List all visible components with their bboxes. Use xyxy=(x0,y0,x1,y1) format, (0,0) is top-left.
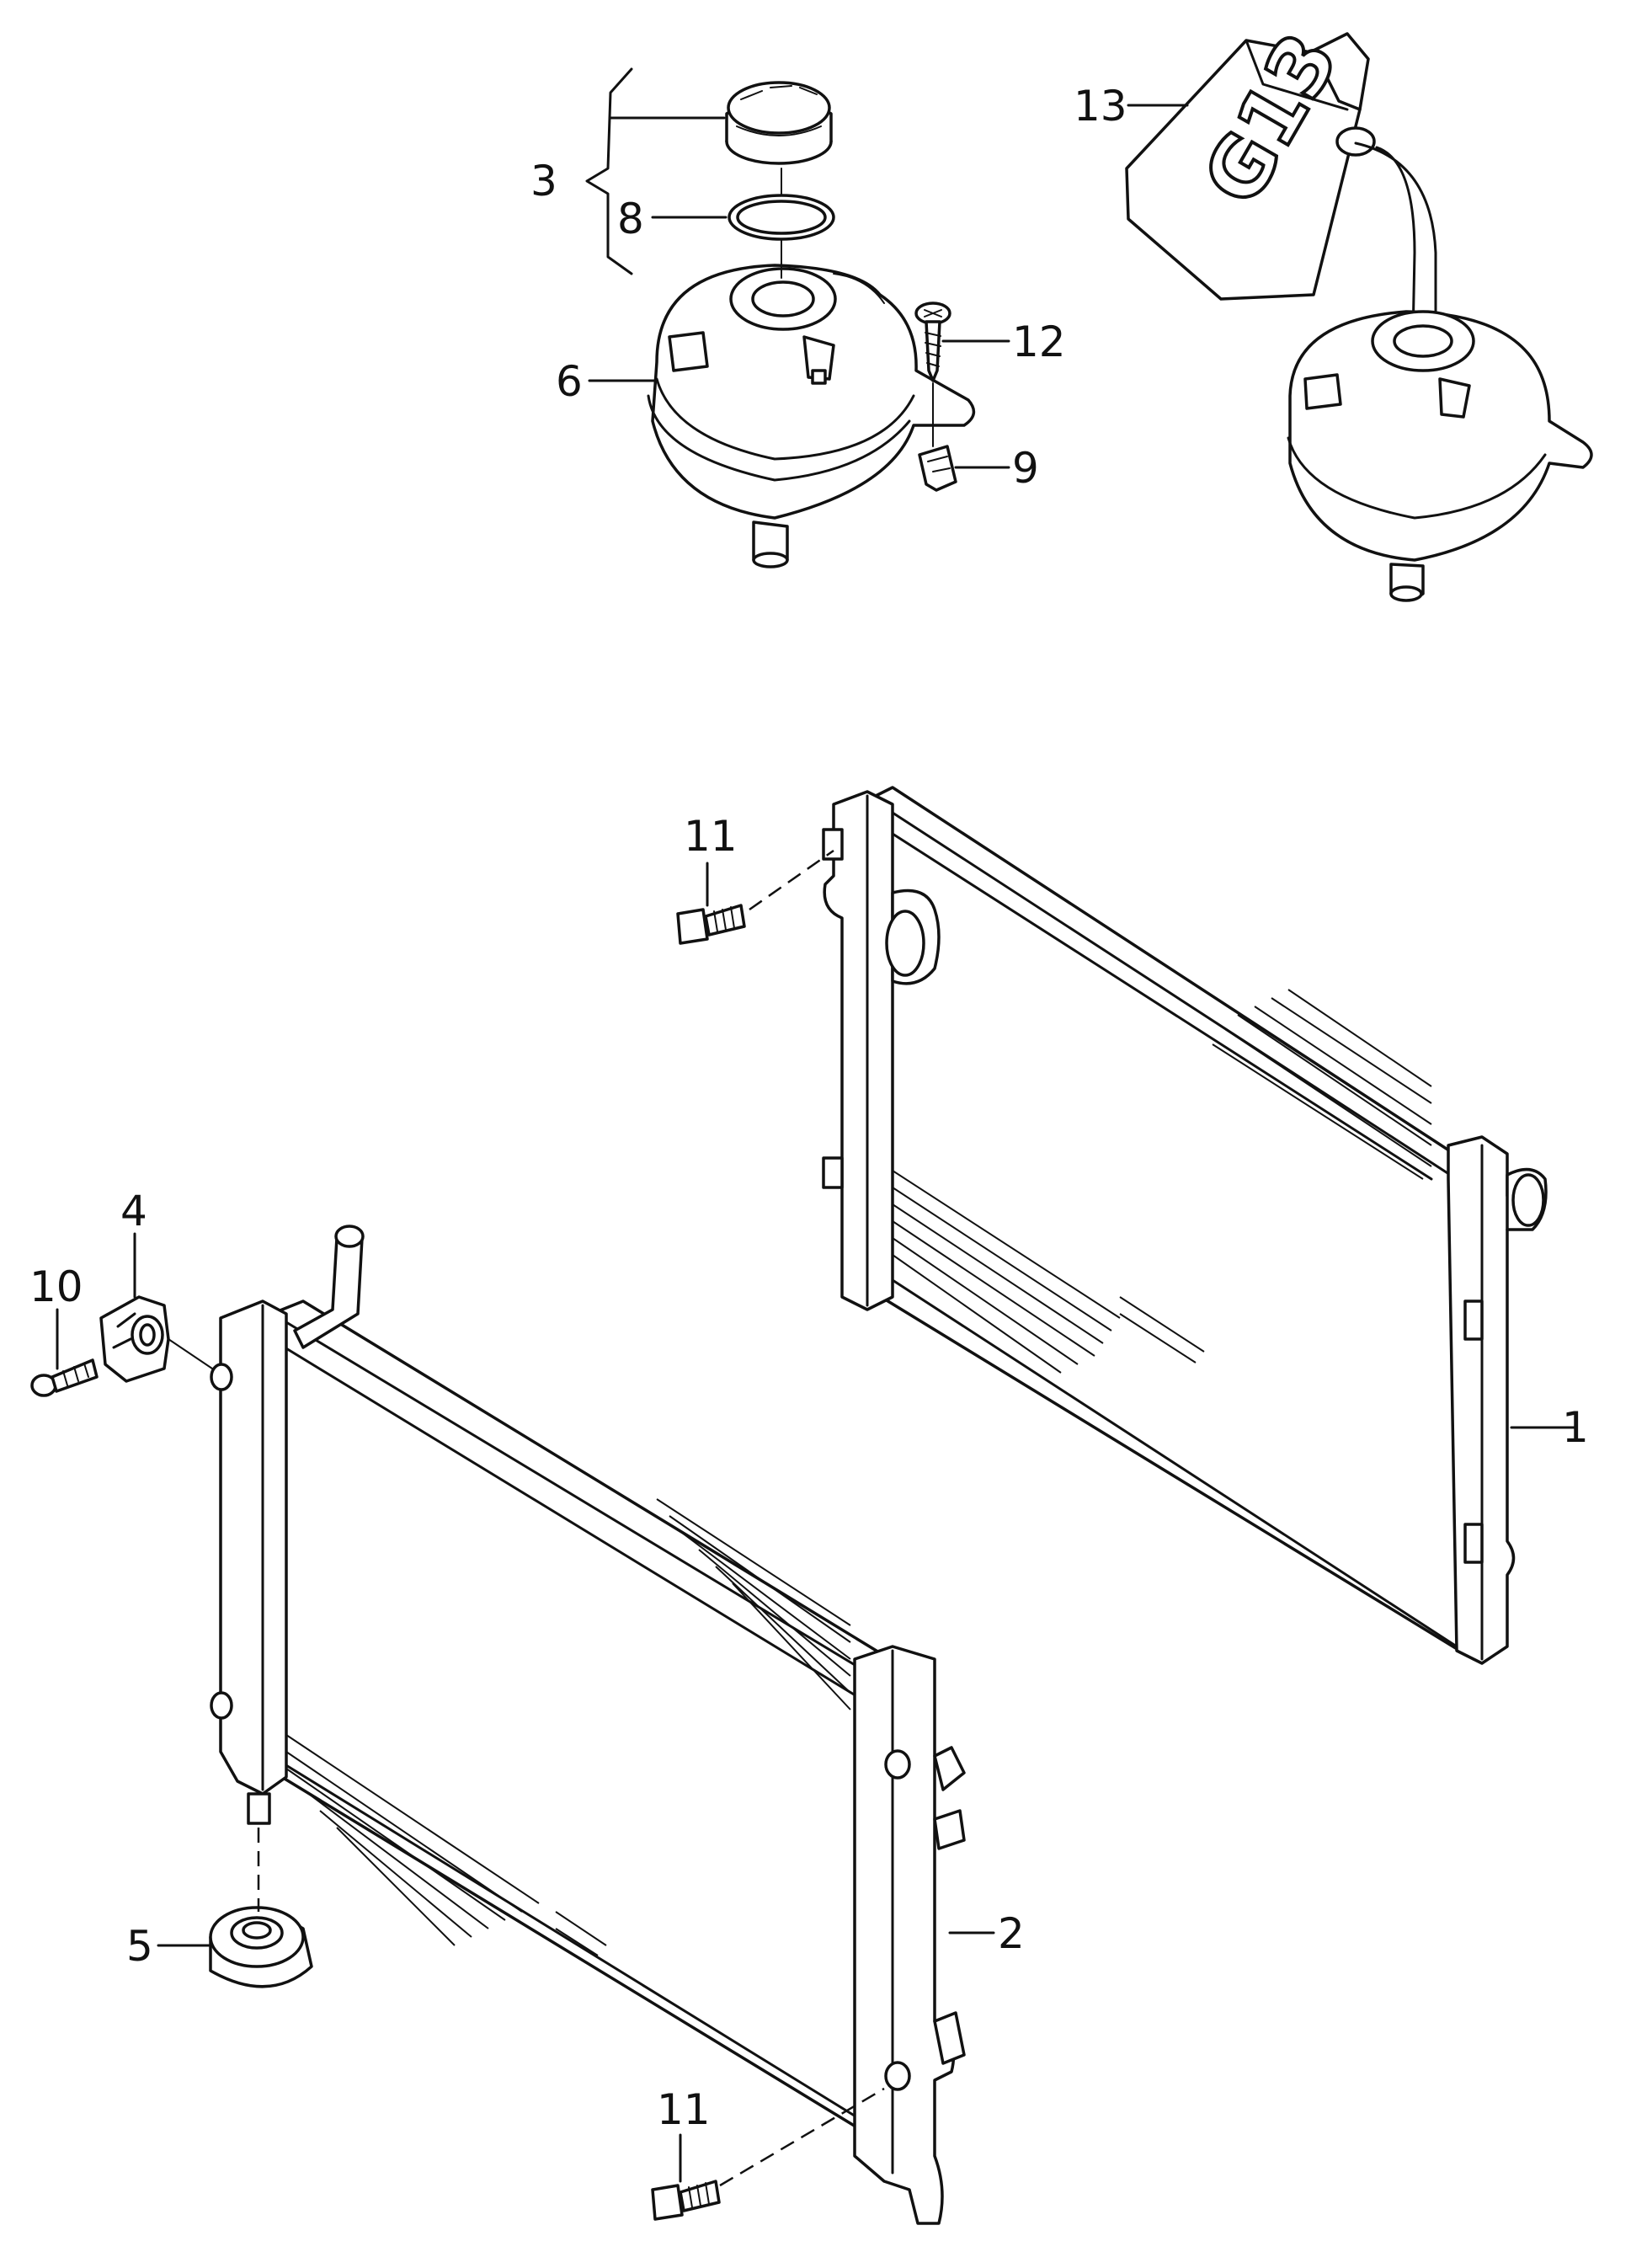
expansion-tank-assembly xyxy=(585,67,1010,568)
callout-4: 4 xyxy=(120,1187,147,1235)
expansion-tank xyxy=(647,264,976,568)
callout-5: 5 xyxy=(126,1922,153,1971)
coolant-stream xyxy=(1354,141,1437,339)
callout-11-upper: 11 xyxy=(684,812,738,861)
coolant-bottle: G13 xyxy=(1125,17,1376,301)
radiator-screw-lower xyxy=(651,2180,721,2221)
callout-labels: 1 2 3 4 5 6 8 9 10 11 11 12 13 xyxy=(29,82,1589,2134)
clip-nut xyxy=(918,445,957,492)
callout-11-lower: 11 xyxy=(657,2085,711,2134)
radiator-upper xyxy=(676,786,1576,1665)
callout-1: 1 xyxy=(1562,1403,1589,1452)
coolant-fill-illustration: G13 xyxy=(1125,17,1593,602)
callout-2: 2 xyxy=(998,1909,1025,1958)
callout-9: 9 xyxy=(1012,444,1039,493)
radiator-lower xyxy=(30,1225,995,2225)
callout-3: 3 xyxy=(530,157,557,205)
callout-12: 12 xyxy=(1012,318,1066,366)
callout-13: 13 xyxy=(1074,82,1127,131)
radiator-bracket xyxy=(99,1295,170,1383)
radiator-screw-upper xyxy=(676,904,746,945)
callout-6: 6 xyxy=(556,357,583,406)
tank-screw xyxy=(914,302,951,382)
bracket-screw xyxy=(30,1358,99,1397)
filler-cap xyxy=(725,81,833,165)
callout-8: 8 xyxy=(617,195,644,243)
rubber-mount xyxy=(209,1906,313,1988)
expansion-tank-filled xyxy=(1287,310,1593,602)
sealing-ring xyxy=(728,194,835,241)
callout-10: 10 xyxy=(29,1262,83,1311)
